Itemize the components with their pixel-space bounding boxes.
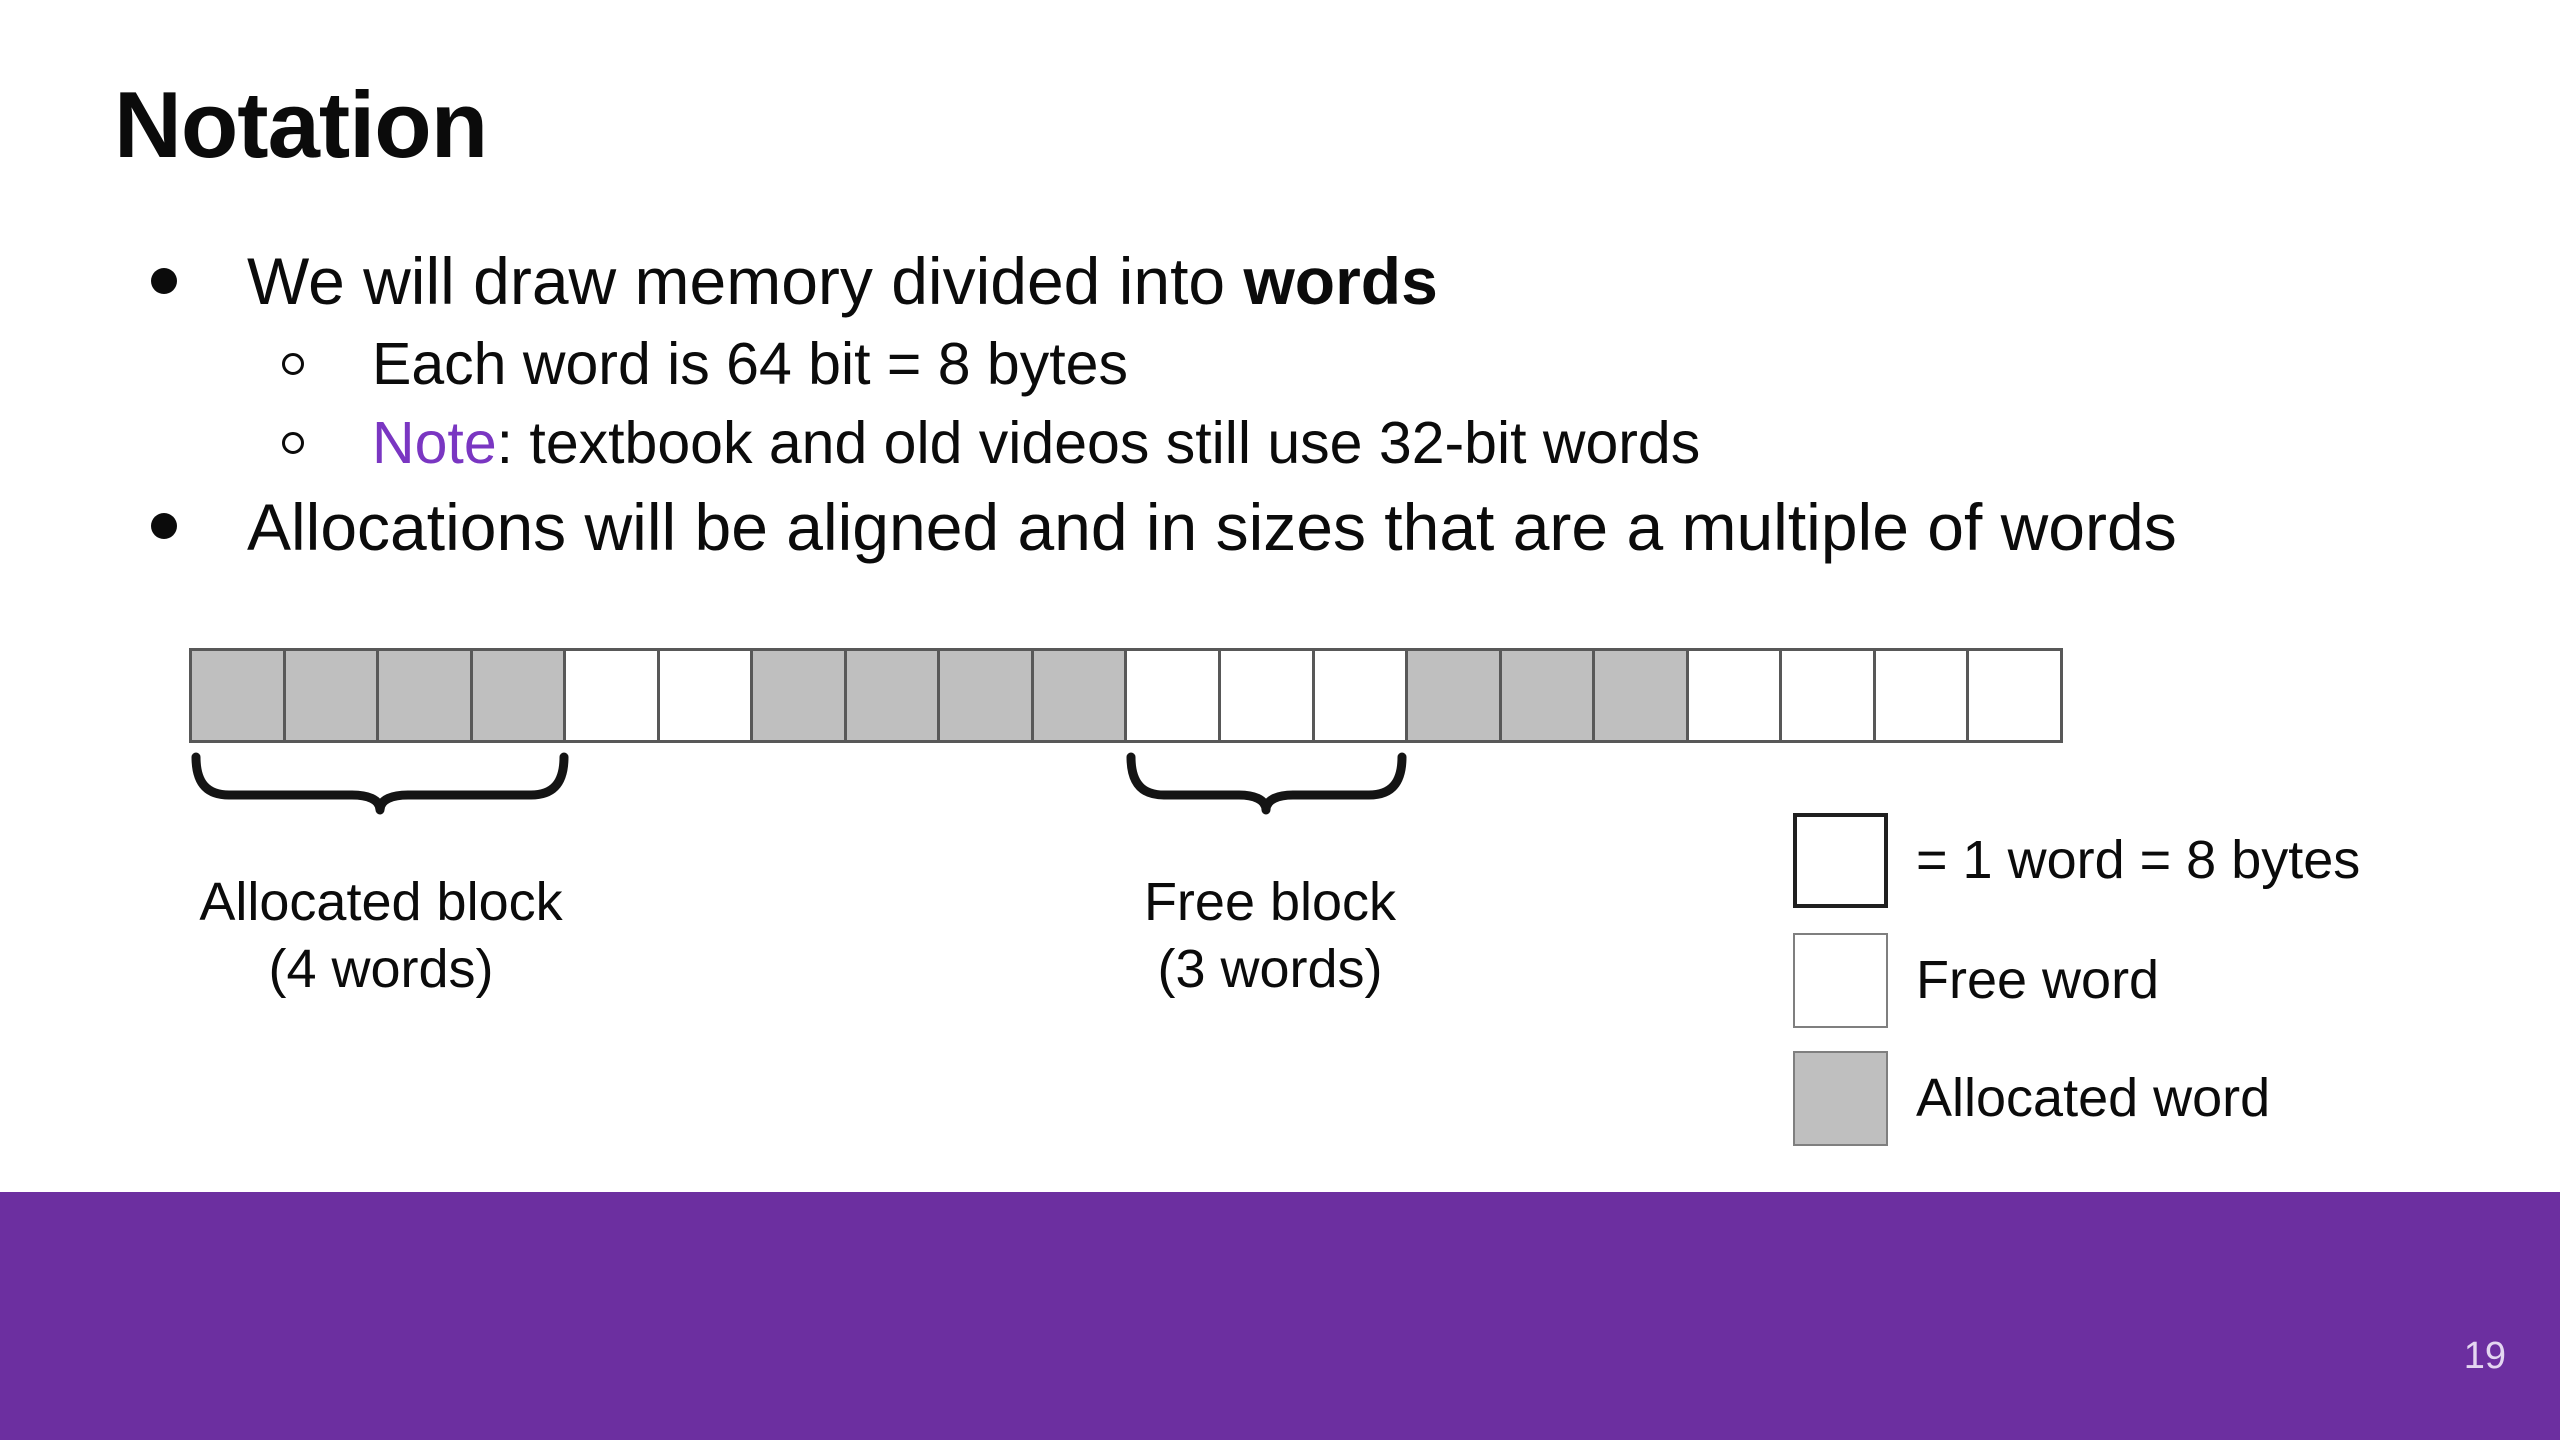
legend-label-allocated: Allocated word [1916,1068,2271,1128]
bullet-item-1: We will draw memory divided into words [247,244,1438,318]
footer-bar: 19 [0,1192,2560,1440]
memory-cell-20-free [1966,648,2063,743]
allocated-block-label-line2: (4 words) [268,939,494,999]
memory-cell-19-free [1872,648,1970,743]
memory-cell-16-allocated [1592,648,1689,743]
allocated-block-label-line1: Allocated block [199,872,563,932]
memory-cell-15-allocated [1498,648,1596,743]
bullet-1-bold-text: words [1243,244,1438,318]
circle-bullet-icon [282,353,304,375]
sub-bullet-1: Each word is 64 bit = 8 bytes [372,331,1128,397]
memory-cell-9-allocated [937,648,1034,743]
page-number: 19 [2463,1335,2506,1377]
free-block-label: Free block (3 words) [1070,869,1470,1003]
bullet-1-text: We will draw memory divided into [247,244,1244,318]
memory-cell-17-free [1685,648,1783,743]
underbrace-free-icon [1126,752,1407,815]
bullet-dot-icon [151,268,177,294]
memory-cell-12-free [1218,648,1315,743]
legend-swatch-free-word-icon [1793,933,1888,1028]
legend-label-free: Free word [1916,950,2160,1010]
sub-bullet-2: Note: textbook and old videos still use … [372,410,1700,476]
memory-cell-18-free [1779,648,1876,743]
memory-cell-11-free [1124,648,1222,743]
memory-cell-4-allocated [469,648,567,743]
legend-swatch-word-outline-icon [1793,813,1888,908]
legend-swatch-allocated-word-icon [1793,1051,1888,1146]
bullet-dot-icon [151,513,177,539]
memory-cell-2-allocated [282,648,380,743]
allocated-block-label: Allocated block (4 words) [181,869,581,1003]
sub-bullet-2-text: : textbook and old videos still use 32-b… [496,410,1701,476]
memory-cell-13-free [1311,648,1409,743]
free-block-label-line2: (3 words) [1157,939,1383,999]
underbrace-allocated-icon [191,752,569,815]
legend-label-word: = 1 word = 8 bytes [1916,830,2361,890]
memory-cell-14-allocated [1405,648,1502,743]
memory-cell-6-free [656,648,754,743]
circle-bullet-icon [282,432,304,454]
memory-cell-7-allocated [750,648,847,743]
sub-bullet-2-note: Note [372,410,497,476]
bullet-2-text: Allocations will be aligned and in sizes… [247,490,2177,564]
bullet-item-2: Allocations will be aligned and in sizes… [247,490,2177,564]
slide-title: Notation [114,72,488,177]
memory-cell-1-allocated [189,648,286,743]
memory-cell-5-free [563,648,660,743]
sub-bullet-1-text: Each word is 64 bit = 8 bytes [372,331,1128,397]
memory-cell-10-allocated [1030,648,1128,743]
free-block-label-line1: Free block [1143,872,1397,932]
memory-cell-8-allocated [843,648,941,743]
memory-cell-3-allocated [376,648,473,743]
memory-row [189,648,2063,743]
